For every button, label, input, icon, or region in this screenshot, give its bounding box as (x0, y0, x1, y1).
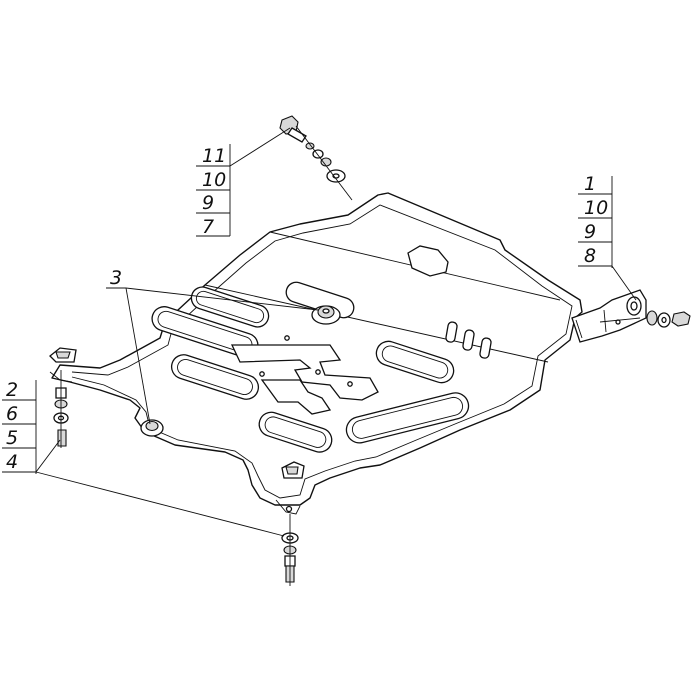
plate-top-cutout (407, 245, 449, 277)
callout-11: 11 (202, 145, 226, 167)
callout-1: 1 (584, 173, 596, 195)
rib-5 (345, 392, 470, 444)
rib-4 (258, 411, 333, 453)
bottom-bracket (275, 461, 305, 515)
callout-4: 4 (6, 451, 18, 473)
vent-slot-1 (445, 321, 458, 343)
rib-1 (190, 286, 270, 328)
hole-3 (347, 381, 353, 387)
callout-8: 8 (584, 245, 596, 267)
rib-loop (260, 379, 332, 415)
callout-stack-left: 2 6 5 4 (2, 379, 285, 537)
left-bracket (49, 347, 77, 383)
callout-7: 7 (202, 216, 214, 238)
callout-stack-right: 1 10 9 8 (578, 173, 637, 301)
callout-10: 10 (202, 169, 226, 191)
rib-6 (375, 340, 455, 384)
rib-zigzag (230, 344, 379, 401)
callout-3: 3 (110, 267, 122, 289)
left-mount-nut (140, 419, 164, 437)
vent-slot-2 (462, 329, 475, 351)
callout-10-right: 10 (584, 197, 608, 219)
callout-plate: 3 (106, 267, 319, 425)
rib-3 (170, 354, 260, 400)
callout-2: 2 (6, 379, 18, 401)
top-bolt-stack (279, 115, 353, 201)
skid-plate-flange (71, 204, 573, 499)
callout-9: 9 (202, 192, 214, 214)
callout-9-right: 9 (584, 221, 596, 243)
bottom-bolt-stack (281, 514, 299, 586)
callout-5: 5 (6, 427, 18, 449)
vent-slot-3 (479, 337, 492, 359)
hole-2 (315, 369, 321, 375)
left-bolt-stack (53, 370, 69, 448)
center-mount-nut (311, 305, 341, 325)
hole-1 (284, 335, 290, 341)
plate-bend-line (204, 284, 549, 363)
callout-6: 6 (6, 403, 18, 425)
right-bracket (571, 289, 691, 343)
hole-4 (259, 371, 265, 377)
callout-stack-top: 11 10 9 7 (196, 127, 291, 238)
stamped-ribs (151, 281, 470, 453)
